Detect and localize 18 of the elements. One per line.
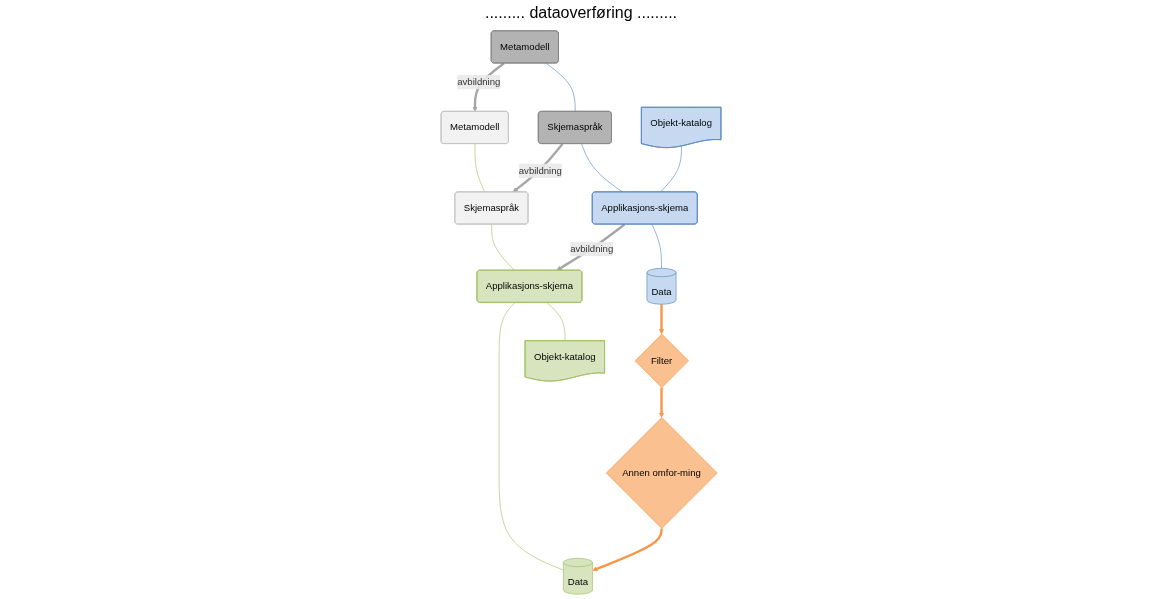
node-diamond: Annen omfor-ming — [606, 417, 718, 529]
edge-label: avbildning — [518, 165, 562, 176]
connector — [498, 302, 564, 571]
connector — [545, 63, 576, 112]
arrow — [658, 304, 665, 335]
connector — [660, 145, 682, 193]
arrow — [556, 223, 626, 271]
node-diamond: Filter — [634, 333, 689, 388]
arrow — [592, 528, 663, 572]
connector — [546, 302, 566, 342]
connector — [581, 143, 623, 193]
connector — [491, 224, 515, 271]
arrow — [658, 387, 665, 418]
connector — [474, 143, 485, 193]
edge-label: avbildning — [457, 76, 501, 87]
arrow — [512, 143, 564, 193]
connector — [651, 224, 662, 269]
edge-label: avbildning — [570, 243, 614, 254]
